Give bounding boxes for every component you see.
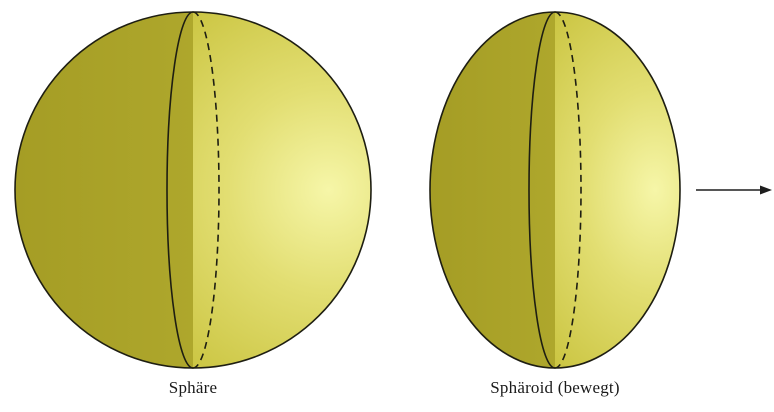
sphere-caption: Sphäre [169,378,217,398]
sphere [0,10,371,372]
right-arrow-icon [696,186,772,195]
sphere-shadow-half [0,10,193,372]
spheroid-caption: Sphäroid (bewegt) [490,378,619,398]
spheroid-shadow-half [420,10,555,372]
spheroid [420,10,680,372]
